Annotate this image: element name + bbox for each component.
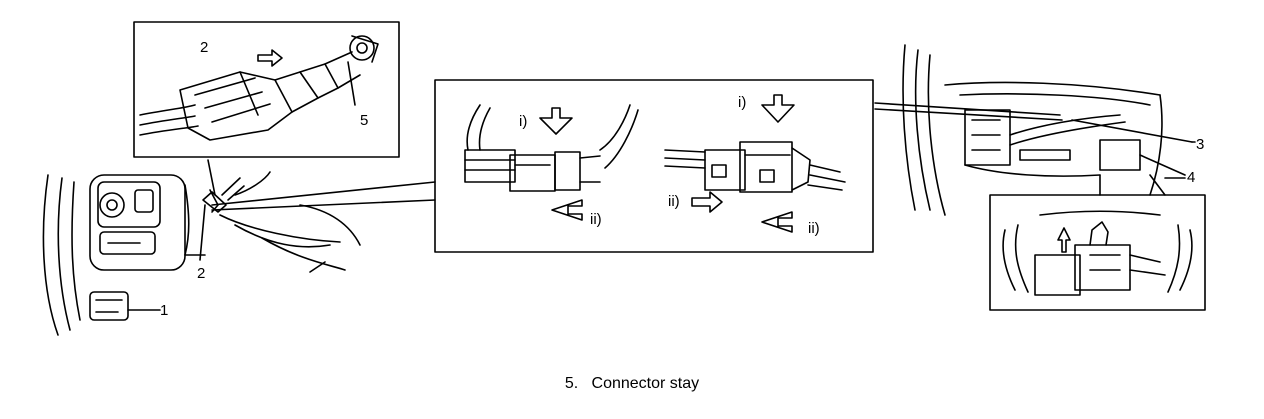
- underdash-view: [874, 44, 1193, 216]
- label-step-ii-right-b: ii): [808, 220, 820, 237]
- inset-disconnect-steps: [434, 79, 874, 253]
- label-step-ii-left: ii): [590, 211, 602, 228]
- label-part-1: 1: [160, 302, 168, 319]
- label-step-i-left: i): [519, 113, 527, 130]
- connector-right: [664, 94, 846, 233]
- figure-caption: 5. Connector stay: [0, 375, 1264, 393]
- label-step-ii-right-a: ii): [668, 193, 680, 210]
- label-part-2-main: 2: [197, 265, 205, 282]
- inset-relay-bracket: [989, 174, 1206, 311]
- leader-lines: [1164, 141, 1196, 179]
- label-step-i-right: i): [738, 94, 746, 111]
- labels: 2 5 2 1 i) ii) i) ii) ii) 3 4: [160, 39, 1204, 319]
- dashboard-view: [42, 171, 361, 336]
- caption-text: Connector stay: [591, 375, 700, 392]
- inset-connector-stay: [133, 21, 400, 158]
- connector-left: [464, 104, 639, 221]
- label-part-3: 3: [1196, 136, 1204, 153]
- connector-location: [199, 159, 436, 261]
- caption-number: 5.: [564, 375, 579, 392]
- label-part-4: 4: [1187, 169, 1195, 186]
- label-part-5: 5: [360, 112, 368, 129]
- label-part-2-inset: 2: [200, 39, 208, 56]
